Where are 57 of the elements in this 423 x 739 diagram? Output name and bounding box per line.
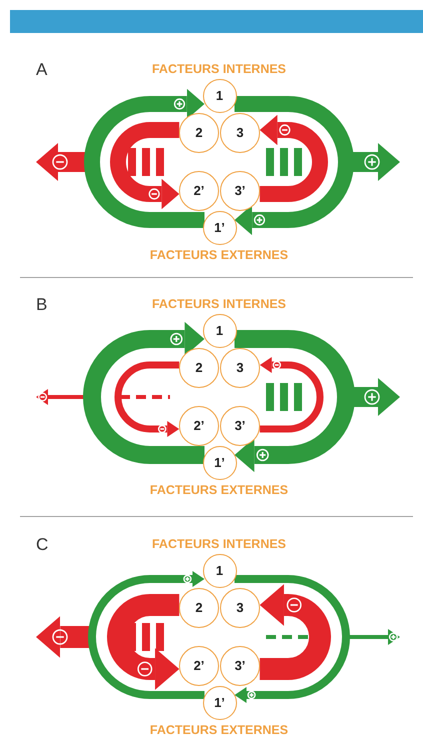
circle-number: 2’	[194, 419, 204, 433]
loop-arrow	[260, 357, 324, 432]
circle-number: 1’	[214, 456, 225, 470]
loop-arrow	[234, 575, 350, 703]
loop-arrow	[114, 362, 180, 437]
factor-circle	[202, 79, 236, 113]
circle-number: 1	[216, 89, 224, 103]
circle-number: 2	[195, 601, 203, 615]
factor-circle	[220, 171, 260, 211]
factor-heading: FACTEURS INTERNES	[152, 537, 286, 552]
circle-number: 2	[195, 126, 203, 140]
factor-heading: FACTEURS EXTERNES	[150, 483, 288, 498]
circle-number: 2’	[194, 184, 204, 198]
factor-circle	[179, 113, 219, 153]
loop-arrow	[84, 88, 204, 228]
factor-circle	[179, 348, 219, 388]
factor-circle	[202, 554, 236, 588]
factor-heading: FACTEURS INTERNES	[152, 62, 286, 77]
panel-letter: C	[36, 535, 48, 555]
factor-circle	[179, 171, 219, 211]
circle-number: 3’	[234, 419, 246, 433]
loop-arrow	[83, 322, 204, 464]
factor-circle	[220, 113, 260, 153]
circle-number: 1’	[214, 696, 225, 710]
circle-number: 3	[236, 361, 244, 375]
factor-circle	[202, 314, 236, 348]
factor-circle	[220, 646, 260, 686]
factor-heading: FACTEURS INTERNES	[152, 297, 286, 312]
factor-circle	[220, 406, 260, 446]
factor-circle	[220, 348, 260, 388]
circle-number: 1’	[214, 221, 225, 235]
factor-circle	[202, 686, 236, 720]
panel-letter: B	[36, 295, 48, 315]
factor-circle	[220, 588, 260, 628]
circle-number: 3	[236, 126, 244, 140]
circle-number: 1	[216, 564, 224, 578]
circle-number: 2’	[194, 659, 204, 673]
factor-circle	[202, 211, 236, 245]
loop-arrow	[260, 584, 331, 680]
factor-heading: FACTEURS EXTERNES	[150, 723, 288, 738]
circle-number: 3’	[234, 184, 246, 198]
loop-arrow	[88, 571, 204, 699]
panel-letter: A	[36, 60, 48, 80]
circle-number: 1	[216, 324, 224, 338]
circle-number: 2	[195, 361, 203, 375]
factor-circle	[179, 646, 219, 686]
loop-arrow	[260, 114, 328, 202]
loop-arrow	[107, 594, 180, 690]
factor-circle	[179, 406, 219, 446]
loop-arrow	[234, 330, 355, 472]
loop-arrow	[234, 96, 354, 236]
circle-number: 3’	[234, 659, 246, 673]
factor-circle	[179, 588, 219, 628]
factor-heading: FACTEURS EXTERNES	[150, 248, 288, 263]
circle-number: 3	[236, 601, 244, 615]
factor-circle	[202, 446, 236, 480]
loop-arrow	[110, 122, 180, 210]
